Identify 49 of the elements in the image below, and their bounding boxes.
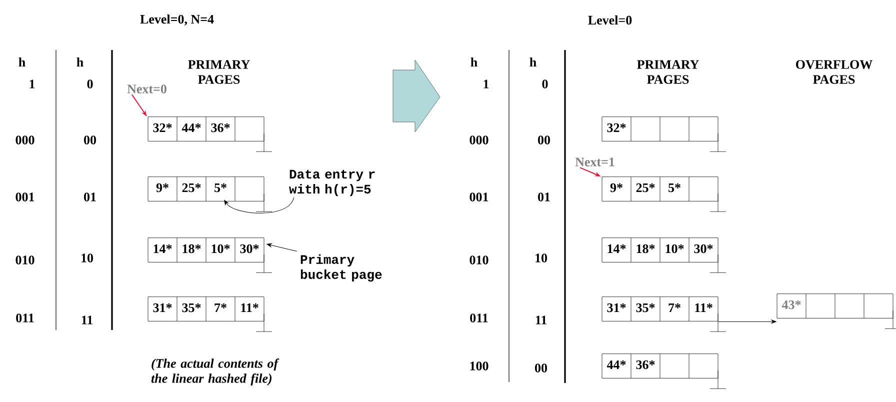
- bucket-page: 44* 36*: [602, 354, 718, 378]
- annotation: Data entry r with h(r)=5: [289, 170, 375, 196]
- hash-label: 001: [470, 192, 488, 202]
- hash-label: 001: [16, 192, 34, 202]
- bucket-page: 9* 25* 5*: [602, 176, 718, 202]
- hash-label: 0: [542, 80, 548, 88]
- bucket-page: 31* 35* 7* 11*: [148, 296, 264, 322]
- hash-label: 100: [470, 362, 488, 370]
- hash-label: 011: [16, 314, 34, 322]
- level-label: Level=0, N=4: [140, 14, 214, 26]
- column-heading: PRIMARY PAGES: [637, 60, 699, 84]
- hash-label: 10: [82, 254, 93, 262]
- column-heading: PRIMARY PAGES: [188, 60, 250, 84]
- level-label: Level=0: [588, 15, 632, 25]
- hash-label: h: [18, 58, 26, 66]
- hash-label: 011: [470, 314, 488, 322]
- arrow: [266, 243, 298, 252]
- hash-label: 00: [538, 136, 550, 144]
- hash-label: 010: [470, 256, 488, 264]
- hash-label: 11: [82, 316, 92, 324]
- hash-label: 1: [484, 80, 489, 88]
- hash-label: 000: [470, 136, 488, 144]
- bucket-page: 31* 35* 7* 11*: [602, 296, 718, 322]
- arrow: [718, 320, 776, 324]
- hash-label: 00: [535, 364, 548, 372]
- bucket-page: 32*: [602, 116, 718, 142]
- bucket-page: 32* 44* 36*: [148, 116, 264, 142]
- pointer-label: Next=1: [575, 158, 614, 166]
- overflow-page: 43*: [776, 294, 894, 318]
- pointer-label: Next=0: [127, 84, 166, 94]
- hash-label: 10: [536, 254, 548, 262]
- bucket-page: 9* 25* 5*: [148, 176, 264, 202]
- hash-label: 11: [536, 316, 546, 324]
- column-heading: OVERFLOW PAGES: [796, 60, 872, 84]
- hash-label: 000: [16, 136, 34, 144]
- hash-label: 01: [538, 192, 550, 202]
- caption: (The actual contents of the linear hashed file): [151, 358, 280, 386]
- hash-label: h: [76, 58, 84, 66]
- hash-label: h: [530, 58, 536, 66]
- hash-label: 0: [87, 80, 93, 88]
- hash-label: 1: [30, 80, 35, 88]
- arrow: [224, 197, 294, 214]
- bucket-page: 14* 18* 10* 30*: [148, 238, 264, 262]
- bucket-page: 14* 18* 10* 30*: [602, 238, 718, 262]
- hash-label: h: [470, 58, 478, 66]
- hash-label: 00: [84, 136, 96, 144]
- hash-label: 010: [16, 256, 34, 264]
- hash-label: 01: [84, 192, 96, 202]
- annotation: Primary bucket page: [300, 254, 382, 282]
